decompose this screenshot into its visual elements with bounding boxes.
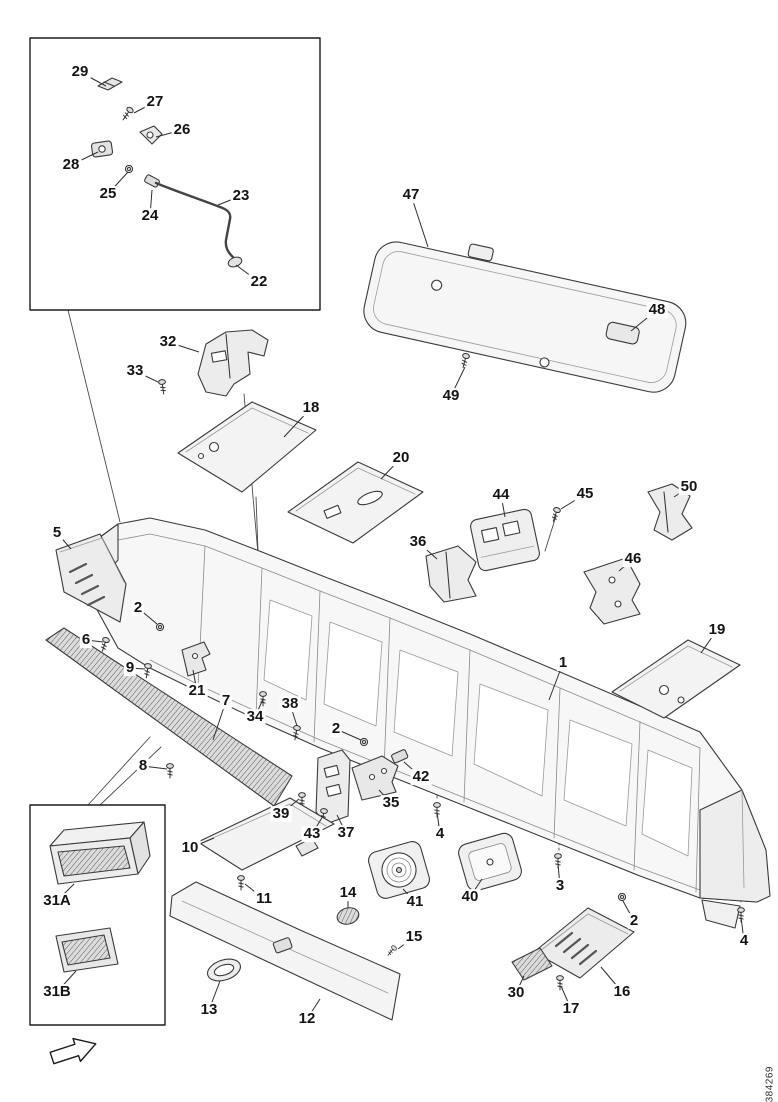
part-12-lower-trim	[169, 881, 401, 1021]
part-9-screw	[142, 662, 153, 679]
part-49-screw	[459, 352, 471, 370]
part-45-screw	[549, 506, 562, 524]
part-20-panel	[287, 461, 424, 544]
part-2-nut	[359, 737, 369, 747]
part-18-panel	[177, 401, 317, 493]
part-31a-storage-tray	[49, 821, 151, 885]
part-5-end-cap	[55, 533, 127, 623]
part-42-clip	[391, 749, 409, 764]
part-11-screw	[237, 875, 245, 891]
part-14-clip	[336, 907, 360, 925]
inset-detail-box-cable	[29, 37, 321, 311]
part-32-bracket	[197, 329, 269, 397]
part-16-end-panel	[533, 907, 635, 979]
part-31b-grille-plate	[55, 927, 119, 973]
part-35-bracket	[351, 755, 399, 801]
part-6-screw	[98, 636, 111, 654]
part-23-rod	[154, 181, 236, 260]
part-36-bracket	[425, 545, 477, 603]
part-47-upper-cover	[363, 241, 687, 393]
part-40-plate	[458, 832, 522, 892]
part-33-screw	[157, 378, 168, 395]
part-10-panel	[197, 797, 335, 871]
part-1-right-end-cap	[699, 789, 771, 929]
part-15-screw	[385, 944, 398, 958]
part-13-bezel	[206, 958, 242, 982]
part-7-trim-strip	[45, 627, 293, 807]
part-21-bracket	[181, 641, 211, 677]
part-50-bracket	[647, 483, 693, 541]
part-19-panel	[611, 639, 741, 719]
part-46-bracket	[583, 557, 641, 625]
figure-number: 384269	[764, 1066, 775, 1102]
part-25-nut	[124, 164, 134, 174]
part-28-bracket	[90, 140, 114, 158]
carrier-bay-openings	[263, 599, 693, 857]
direction-arrow-icon	[49, 1037, 97, 1065]
part-4-screw	[737, 907, 745, 923]
part-17-screw	[556, 975, 564, 991]
part-8-screw	[166, 763, 174, 779]
part-2-nut	[617, 892, 627, 902]
part-30-grille	[511, 947, 553, 981]
part-37-bracket	[315, 749, 351, 825]
part-41-speaker-grille	[368, 841, 430, 899]
part-2-nut	[155, 622, 165, 632]
inset-detail-box-storage	[29, 804, 166, 1026]
part-44-bracket-panel	[470, 508, 540, 572]
part-1-carrier	[91, 517, 771, 929]
part-4-screw	[433, 802, 441, 818]
part-3-screw	[554, 853, 562, 869]
